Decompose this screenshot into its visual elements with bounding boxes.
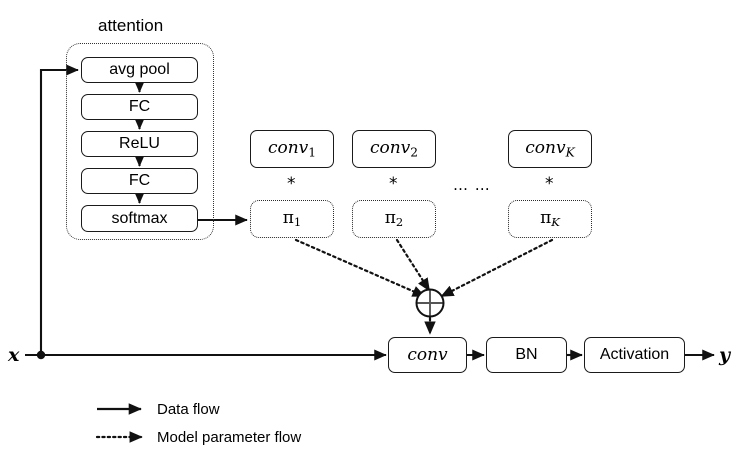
bn-box[interactable]: BN xyxy=(486,337,567,373)
softmax-box[interactable]: softmax xyxy=(81,205,198,232)
conv-box[interactable]: conv xyxy=(388,337,467,373)
multiply-operator-2: * xyxy=(389,174,398,194)
relu-label: ReLU xyxy=(119,135,160,152)
multiply-operator-1: * xyxy=(287,174,296,194)
avg-pool-label: avg pool xyxy=(109,61,170,78)
avg-pool-box[interactable]: avg pool xyxy=(81,57,198,83)
pi-1-label: π1 xyxy=(282,207,302,229)
pi-k-box[interactable]: πK xyxy=(508,200,592,238)
pi-k-label: πK xyxy=(540,207,560,229)
attention-group-box xyxy=(66,43,214,240)
conv-k-box[interactable]: convK xyxy=(508,130,592,168)
edge-piK-to-sum xyxy=(440,238,554,298)
multiply-operator-k: * xyxy=(545,174,554,194)
input-variable-x: x xyxy=(8,344,20,366)
relu-box[interactable]: ReLU xyxy=(81,131,198,157)
branch-junction-dot xyxy=(36,350,46,360)
conv-k-label: convK xyxy=(525,137,575,160)
legend-data-flow-label: Data flow xyxy=(157,401,220,418)
legend-parameter-flow-label: Model parameter flow xyxy=(157,429,302,446)
fc-2-label: FC xyxy=(128,172,151,189)
fc-1-box[interactable]: FC xyxy=(81,94,198,120)
activation-box[interactable]: Activation xyxy=(584,337,685,373)
activation-label: Activation xyxy=(599,346,670,363)
output-variable-y: y xyxy=(719,344,731,366)
conv-2-box[interactable]: conv2 xyxy=(352,130,436,168)
bn-label: BN xyxy=(515,346,538,363)
pi-2-label: π2 xyxy=(384,207,404,229)
attention-group-title: attention xyxy=(98,16,164,35)
conv-1-label: conv1 xyxy=(267,137,317,160)
edge-pi1-to-sum xyxy=(294,238,426,298)
edge-pi2-to-sum xyxy=(395,238,431,292)
pi-1-box[interactable]: π1 xyxy=(250,200,334,238)
pi-2-box[interactable]: π2 xyxy=(352,200,436,238)
weighted-sum-symbol xyxy=(415,288,445,318)
conv-label: conv xyxy=(407,344,448,365)
conv-2-label: conv2 xyxy=(369,137,419,160)
kernels-ellipsis: … … xyxy=(453,176,491,194)
conv-1-box[interactable]: conv1 xyxy=(250,130,334,168)
fc-1-label: FC xyxy=(128,98,151,115)
fc-2-box[interactable]: FC xyxy=(81,168,198,194)
softmax-label: softmax xyxy=(111,209,168,227)
